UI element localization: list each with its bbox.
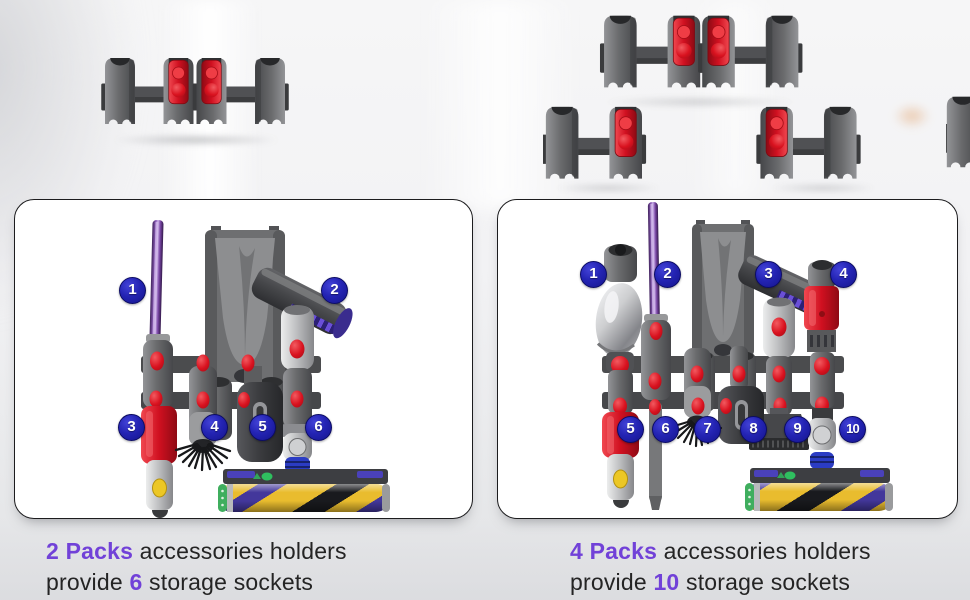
roller-head-connector [280,368,315,473]
two-pack-panel: 1 2 3 4 5 6 [14,199,473,519]
callout-3: 3 [118,414,145,441]
holder-unit-mirrored [193,58,289,124]
callout-6: 6 [305,414,332,441]
four-pack-shadow [768,183,878,193]
callout-5: 5 [617,416,644,443]
caption-text: storage sockets [142,568,314,595]
caption-text: provide [46,568,130,595]
four-pack-scene [595,201,893,511]
pack-count-highlight: 4 Packs [570,538,658,564]
four-pack-shadow [600,96,800,108]
wall-dock [205,226,285,440]
four-pack-holders-photo [543,5,873,199]
callout-1: 1 [580,261,607,288]
wand-and-crevice-tool [141,219,177,518]
four-pack-shadow [553,183,663,193]
mini-motorized-tool [251,267,353,370]
wand-and-crevice-column [641,201,671,510]
background-light-band [420,0,580,210]
background-warm-blur [893,103,931,129]
callout-4: 4 [830,261,857,288]
callout-10: 10 [839,416,866,443]
holder-unit [946,97,970,167]
holder-unit [543,107,646,179]
four-pack-panel: 1 2 3 4 5 6 7 8 9 10 [497,199,958,519]
callout-2: 2 [654,261,681,288]
holder-unit-mirrored [698,16,802,88]
callout-2: 2 [321,277,348,304]
two-pack-holders-photo [101,52,289,130]
holder-unit-mirrored [756,107,860,179]
caption-text: accessories holders [657,538,871,564]
socket-count-highlight: 6 [129,568,143,595]
two-pack-shadow [112,134,280,146]
two-pack-caption: 2 Packs accessories holders provide 6 st… [46,536,347,597]
callout-4: 4 [201,414,228,441]
wall-dock [690,220,756,412]
callout-5: 5 [249,414,276,441]
callout-6: 6 [652,416,679,443]
four-pack-caption: 4 Packs accessories holders provide 10 s… [570,536,871,597]
two-pack-scene [141,219,390,518]
callout-1: 1 [119,277,146,304]
background-floor-shade [0,518,970,600]
caption-text: storage sockets [679,568,851,595]
soft-roller-head [745,468,893,511]
socket-count-highlight: 10 [653,568,680,595]
callout-3: 3 [755,261,782,288]
callout-8: 8 [740,416,767,443]
partial-holder-photo [946,92,970,172]
caption-text: provide [570,568,654,595]
caption-text: accessories holders [133,538,347,564]
callout-9: 9 [784,416,811,443]
pack-count-highlight: 2 Packs [46,538,134,564]
stubborn-dirt-brush-column [804,260,839,469]
holder-unit [101,58,197,124]
soft-roller-head [218,469,390,512]
holder-unit [600,16,704,88]
callout-7: 7 [694,416,721,443]
